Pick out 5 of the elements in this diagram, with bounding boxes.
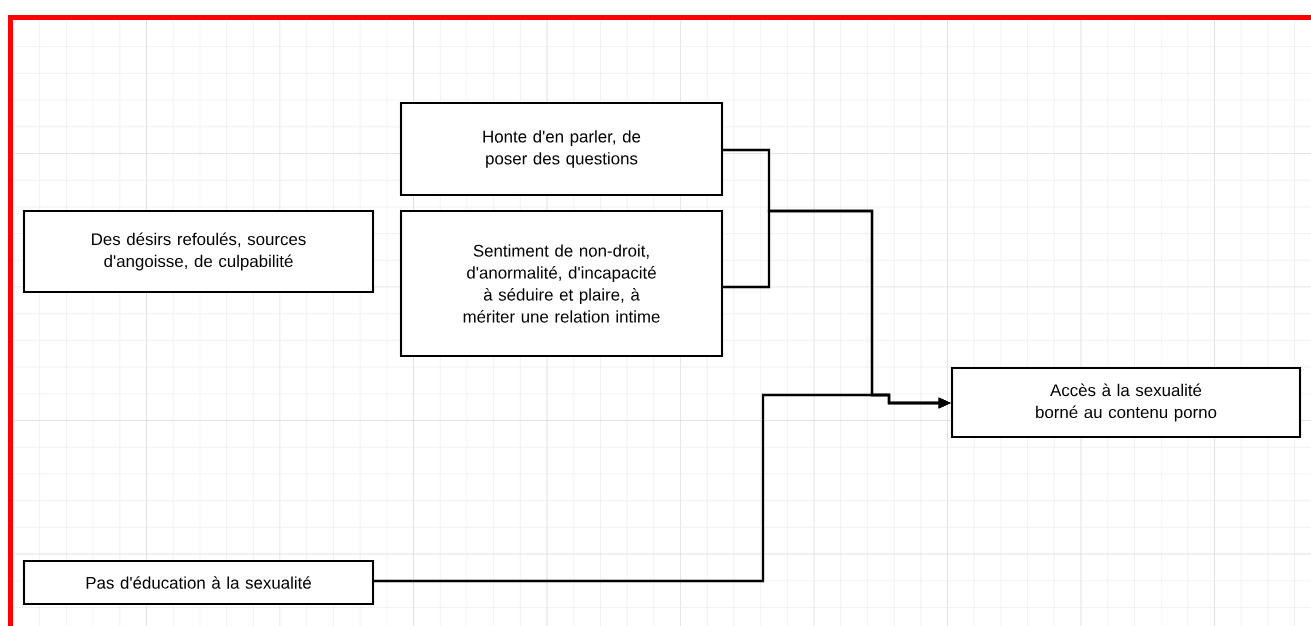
text-box: Honte d'en parler, de poser des questions — [399, 101, 724, 197]
text-box: Sentiment de non-droit, d'anormalité, d'incapacité à séduire et plaire, à mériter une relation intime — [399, 209, 724, 358]
text-box: Des désirs refoulés, sources d'angoisse, de culpabilité — [22, 209, 375, 294]
text-box: Accès à la sexualité borné au contenu porno — [950, 366, 1302, 439]
text-box: Pas d'éducation à la sexualité — [22, 559, 375, 606]
